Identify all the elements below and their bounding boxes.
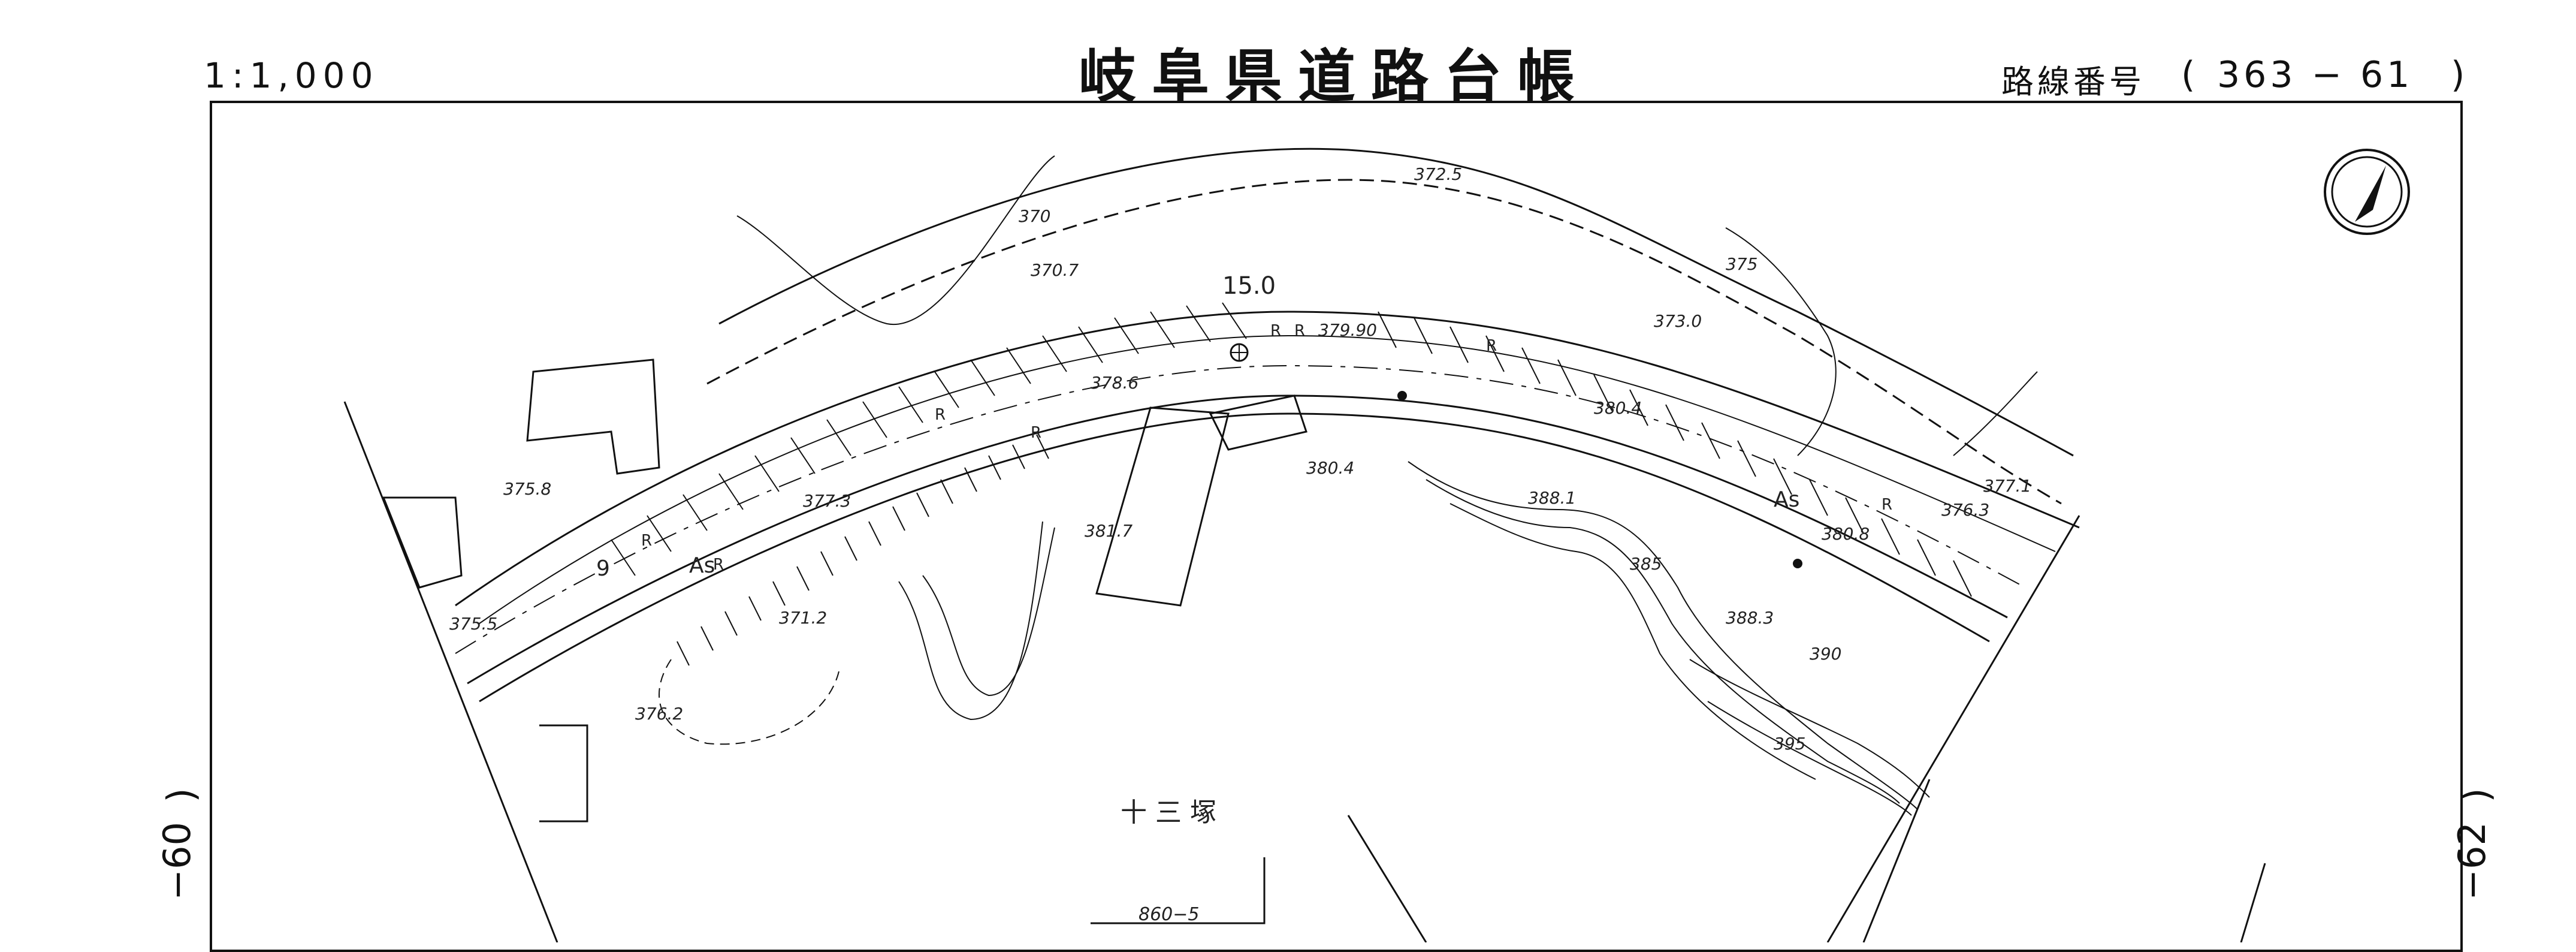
elevation-label: 377.3 <box>803 491 851 511</box>
survey-point <box>1793 559 1802 568</box>
contour-label: 385 <box>1630 554 1662 574</box>
r-mark: R <box>1031 424 1041 442</box>
r-mark: R <box>1270 322 1281 340</box>
building-small <box>1209 394 1307 451</box>
road-edge-south <box>467 394 2008 685</box>
elevation-label: 376.3 <box>1941 500 1989 520</box>
sheet-boundary-right <box>1826 515 2080 942</box>
r-mark: R <box>1294 322 1305 340</box>
r-mark: R <box>641 532 652 550</box>
r-mark: R <box>1486 337 1497 355</box>
elevation-label: 372.5 <box>1414 164 1462 184</box>
elevation-label: 375.5 <box>449 614 497 634</box>
elevation-label: 378.6 <box>1091 373 1138 393</box>
r-mark: R <box>935 406 946 424</box>
elevation-label: 371.2 <box>779 608 827 628</box>
north-arrow-icon <box>2324 149 2410 235</box>
elevation-label: 375.8 <box>503 479 551 499</box>
road-edge-north <box>455 311 2080 607</box>
elevation-label: 370.7 <box>1031 260 1079 280</box>
elevation-label: 380.4 <box>1594 398 1642 418</box>
embankment-north <box>706 179 2062 505</box>
building-left <box>526 358 660 475</box>
road-centerline <box>455 364 2026 654</box>
elevation-label: 373.0 <box>1654 311 1702 331</box>
map-title: 岐阜県道路台帳 <box>1079 43 1590 110</box>
elevation-label: 380.4 <box>1306 458 1354 478</box>
r-mark: R <box>713 556 724 574</box>
elevation-label: 376.2 <box>635 704 683 724</box>
route-number-label: 路線番号 <box>2001 63 2145 101</box>
benchmark-symbol <box>1230 343 1249 362</box>
parcel-boundary <box>539 724 588 823</box>
map-scale: 1:1,000 <box>204 55 379 96</box>
elevation-label: 388.1 <box>1528 488 1576 508</box>
elevation-label: 388.3 <box>1726 608 1774 628</box>
contour-label: 395 <box>1774 734 1805 754</box>
lot-number: 860−5 <box>1138 904 1199 925</box>
building-mid <box>1095 406 1230 607</box>
route-number: 363 − 61 <box>2217 54 2414 96</box>
road-edge-south-2 <box>479 412 1990 703</box>
place-name: 十 三 塚 <box>1121 797 1216 828</box>
pavement-label: As <box>1774 487 1799 512</box>
elevation-label: 377.1 <box>1983 476 2031 496</box>
sheet-boundary-left <box>343 401 558 942</box>
road-width: 15.0 <box>1222 272 1276 300</box>
elevation-label: 380.8 <box>1822 524 1870 544</box>
outer-slope-line <box>718 147 2074 457</box>
contour-label: 390 <box>1810 644 1841 664</box>
elevation-label: 379.90 <box>1318 320 1377 340</box>
survey-point <box>1397 391 1407 400</box>
route-paren-close: ) <box>2451 54 2465 96</box>
route-paren-open: ( <box>2181 54 2196 96</box>
contour-label: 375 <box>1726 254 1757 274</box>
pavement-label: As <box>689 553 715 578</box>
building-lower-left <box>382 496 463 589</box>
r-mark: R <box>1882 496 1892 514</box>
elevation-label: 381.7 <box>1085 521 1133 541</box>
lot-box <box>1091 857 1266 924</box>
width-label: 9 <box>596 556 610 581</box>
road-shoulder-north <box>479 335 2056 624</box>
contour-label: 370 <box>1019 206 1050 226</box>
